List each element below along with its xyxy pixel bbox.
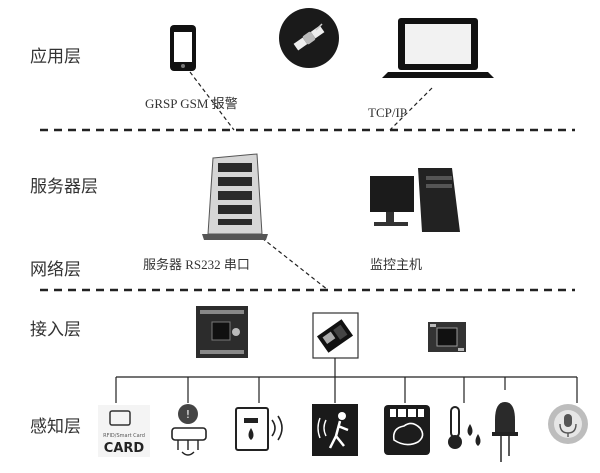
svg-text:!: ! — [186, 408, 190, 421]
microcontroller-board-icon — [196, 306, 248, 358]
server-tower-icon — [202, 153, 268, 240]
satellite-icon — [279, 8, 339, 68]
caption-monitor-host: 监控主机 — [370, 257, 422, 272]
rfid-card-icon: RFID/Smart Card CARD — [98, 405, 150, 457]
gsm-module-icon — [312, 312, 359, 359]
layer-label-perception: 感知层 — [30, 417, 81, 437]
microphone-sensor-icon — [548, 404, 588, 444]
laptop-icon — [382, 18, 494, 78]
motion-sensor-icon — [312, 404, 358, 456]
layer-label-server: 服务器层 — [30, 177, 98, 197]
gas-meter-icon: ! — [171, 404, 207, 456]
water-leak-icon — [235, 407, 283, 451]
mobile-phone-icon — [170, 25, 196, 71]
layer-label-access: 接入层 — [30, 320, 81, 340]
link-phone-to-separator — [189, 71, 235, 131]
link-laptop-to-separator — [389, 87, 433, 131]
caption-tcp-ip: TCP/IP — [368, 105, 407, 120]
caption-gsm-alarm: GRSP GSM 报警 — [145, 96, 238, 111]
link-server-to-separator — [261, 237, 329, 291]
smoke-detector-icon — [384, 405, 430, 455]
layer-label-network: 网络层 — [30, 260, 81, 280]
monitoring-pc-icon — [370, 168, 460, 232]
rfid-card-small-text: RFID/Smart Card — [103, 433, 145, 439]
sensor-drop-lines — [115, 377, 578, 403]
chip-module-icon — [428, 322, 466, 352]
layer-label-application: 应用层 — [30, 47, 81, 67]
temperature-humidity-icon — [448, 406, 481, 449]
rfid-card-large-text: CARD — [104, 441, 145, 456]
caption-server-rs232: 服务器 RS232 串口 — [143, 257, 250, 272]
led-icon — [492, 402, 518, 462]
